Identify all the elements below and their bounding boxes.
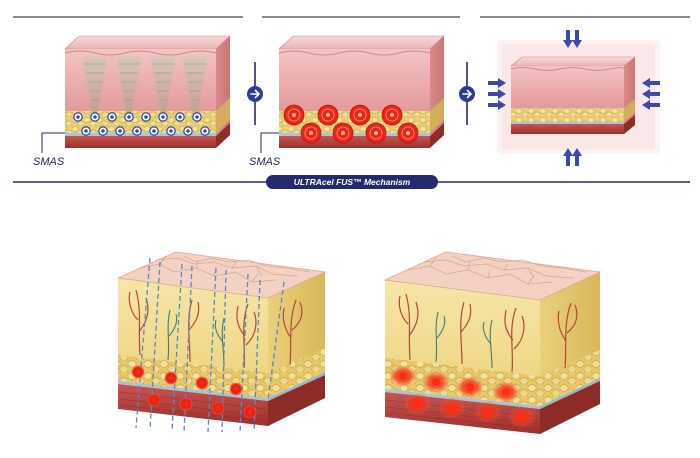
bottom-right-heat-zones <box>389 365 536 428</box>
arrow-right-icon <box>250 89 261 99</box>
arrow-up-icon <box>563 148 582 166</box>
cone <box>182 56 208 117</box>
cone <box>150 56 176 117</box>
arrow-right-icon <box>488 78 506 110</box>
bottom-left-focal-dots <box>131 365 257 419</box>
panel-3-skin-block <box>510 56 636 134</box>
arrow-right-icon <box>462 89 473 99</box>
panel-1-cones <box>82 56 208 117</box>
panel-2-skin-block <box>278 35 445 148</box>
step-connector-1 <box>247 62 263 125</box>
smas-label-left: SMAS <box>33 156 65 168</box>
smas-label-middle: SMAS <box>249 156 281 168</box>
arrow-left-icon <box>642 78 660 110</box>
step-connector-2 <box>459 62 475 125</box>
mechanism-badge <box>266 175 438 189</box>
panel-2-thermal-zones <box>283 104 419 144</box>
smas-callout-left: SMAS <box>33 132 65 168</box>
arrow-down-icon <box>563 30 582 48</box>
mechanism-bar: ULTRAcel FUS™ Mechanism <box>13 175 690 189</box>
panel-3-compression-arrows <box>488 30 660 166</box>
cone <box>116 56 142 117</box>
cone <box>82 56 108 117</box>
smas-callout-middle: SMAS <box>249 132 281 168</box>
mechanism-title: ULTRAcel FUS™ Mechanism <box>294 177 411 187</box>
panel-1-focal-points <box>73 112 210 136</box>
